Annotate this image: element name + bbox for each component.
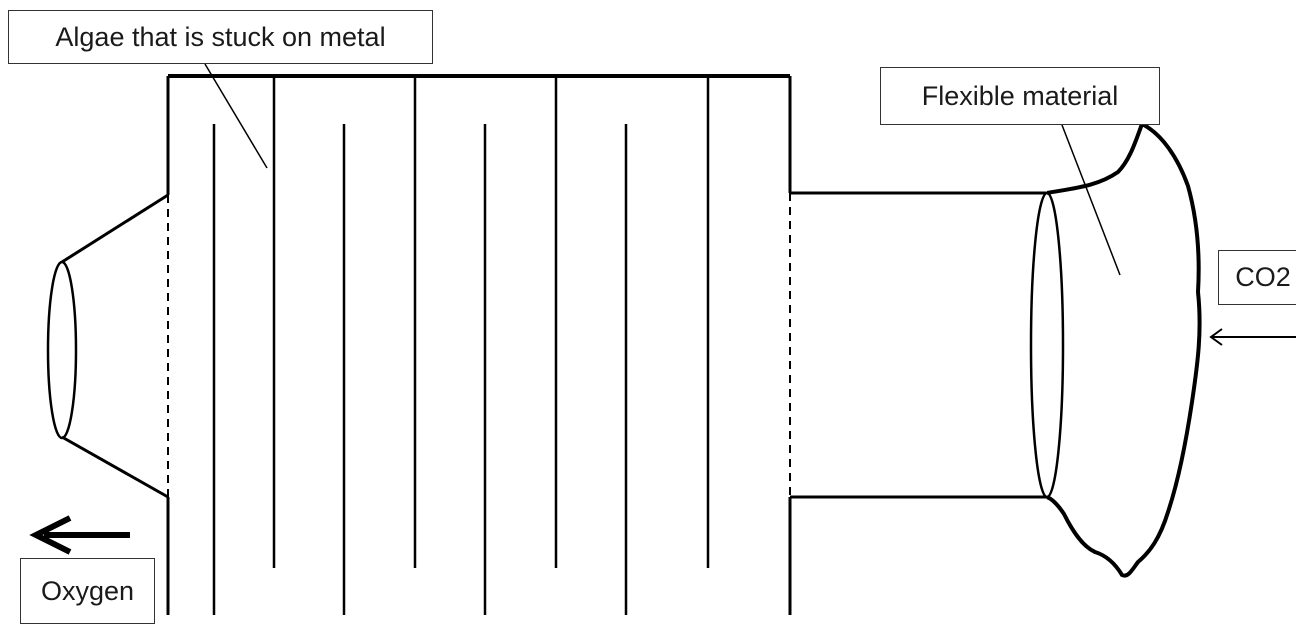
oxygen-label: Oxygen bbox=[20, 558, 155, 624]
left-arrow-icon bbox=[1209, 328, 1296, 346]
algae-label: Algae that is stuck on metal bbox=[8, 10, 433, 64]
inlet-tube bbox=[790, 191, 1065, 499]
oxygen-arrow-head bbox=[29, 515, 72, 555]
flexible-material-label: Flexible material bbox=[880, 67, 1160, 125]
flexible-bag bbox=[1046, 122, 1202, 578]
algae-leader-line bbox=[204, 63, 268, 169]
left-arrow-icon bbox=[29, 515, 130, 555]
cone-upper-edge bbox=[61, 193, 169, 264]
reactor-chamber bbox=[166, 74, 792, 615]
outlet-cone bbox=[46, 193, 169, 499]
co2-label: CO2 bbox=[1218, 250, 1296, 305]
co2-arrow-head bbox=[1209, 328, 1223, 346]
tube-opening bbox=[1029, 191, 1065, 499]
flexible-leader-line bbox=[1061, 124, 1121, 276]
outlet-opening bbox=[46, 260, 78, 440]
cone-lower-edge bbox=[61, 435, 169, 499]
baffle-plates bbox=[212, 76, 710, 615]
